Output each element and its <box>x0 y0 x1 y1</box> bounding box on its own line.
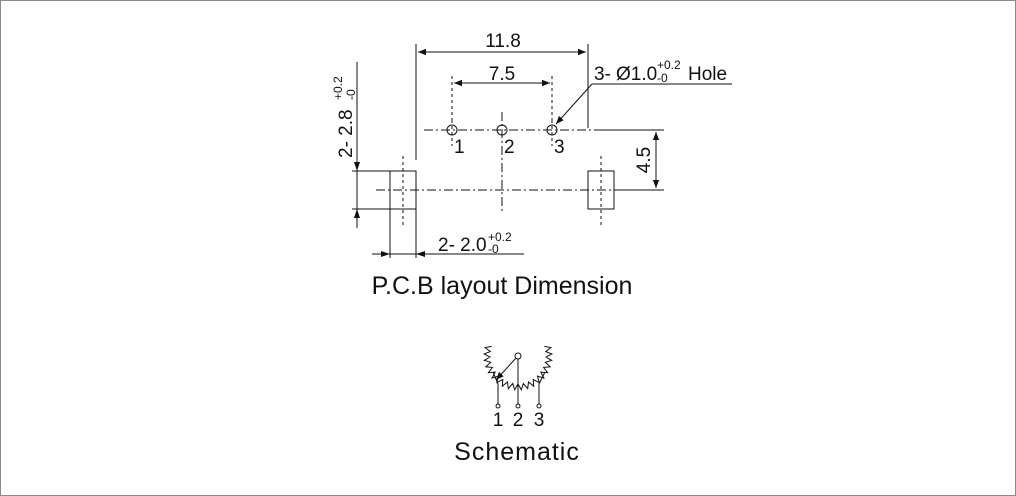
schematic-pin-3: 3 <box>534 410 545 431</box>
pad-height-tol-minus: -0 <box>344 89 358 100</box>
wiper-arrow <box>495 357 517 381</box>
hole-1-label: 1 <box>454 137 465 158</box>
schematic-pin-2: 2 <box>513 410 524 431</box>
schematic-pin-1: 1 <box>493 410 504 431</box>
hole-2-label: 2 <box>504 137 515 158</box>
hole-3-label: 3 <box>554 137 565 158</box>
hole-callout: 3- Ø1.0 +0.2 -0 Hole <box>555 58 732 125</box>
width-dimension: 11.8 <box>415 31 589 160</box>
pad-width-main: 2- 2.0 <box>438 235 487 256</box>
pad-width-dimension: 2- 2.0 +0.2 -0 <box>372 209 524 258</box>
hole-tol-plus: +0.2 <box>657 58 681 72</box>
pad-width-tol-plus: +0.2 <box>488 230 512 244</box>
hole-diameter: Ø1.0 <box>616 64 657 85</box>
height-dimension: 4.5 <box>596 129 664 191</box>
pcb-caption: P.C.B layout Dimension <box>372 272 633 300</box>
pad-height-dimension: 2- 2.8 +0.2 -0 <box>331 62 390 228</box>
schematic-caption: Schematic <box>454 438 580 466</box>
pitch-dimension: 7.5 <box>451 64 553 120</box>
schematic: 1 2 3 Schematic <box>454 345 580 466</box>
terminal-2 <box>515 403 521 409</box>
hole-tol-minus: -0 <box>657 71 668 85</box>
pad-height-main: 2- 2.8 <box>336 109 357 158</box>
pcb-layout: 11.8 7.5 3- Ø1.0 +0.2 -0 Hole 1 2 3 <box>331 31 732 300</box>
hole-prefix: 3- <box>594 64 611 85</box>
pitch-label: 7.5 <box>489 64 515 85</box>
pad-height-tol-plus: +0.2 <box>331 76 345 100</box>
lead-3 <box>538 371 546 404</box>
pad-width-tol-minus: -0 <box>488 242 499 256</box>
terminal-3 <box>536 403 542 409</box>
width-label: 11.8 <box>485 31 521 52</box>
height-label: 4.5 <box>634 147 655 173</box>
lead-1 <box>492 371 499 404</box>
hole-suffix: Hole <box>688 64 727 85</box>
terminal-1 <box>495 403 501 409</box>
